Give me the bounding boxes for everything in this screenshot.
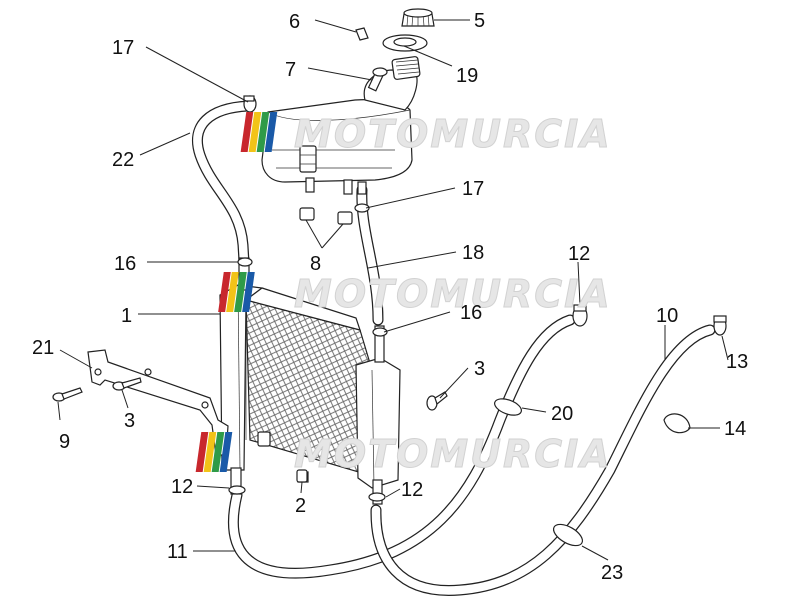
hose-22: [192, 100, 254, 268]
watermark-stripe-red: [218, 272, 231, 312]
watermark-stripe-blue: [219, 432, 233, 472]
hose-18: [356, 184, 384, 326]
label-23: 23: [601, 562, 623, 584]
label-17-top: 17: [112, 37, 134, 59]
label-19: 19: [456, 65, 478, 87]
clamp-12-top: [572, 304, 588, 327]
watermark-text: MOTOMURCIA: [294, 112, 612, 156]
label-8: 8: [310, 253, 321, 275]
watermark-stripe-red: [240, 112, 254, 152]
screw-9: [52, 387, 83, 402]
label-5: 5: [474, 10, 485, 32]
watermark-text: MOTOMURCIA: [294, 272, 612, 316]
label-17-right: 17: [462, 178, 484, 200]
clamp-20: [494, 398, 522, 416]
cap-seal: [382, 34, 428, 52]
label-1: 1: [121, 305, 132, 327]
watermark-1: MOTOMURCIA: [240, 112, 612, 157]
watermark-3: MOTOMURCIA: [195, 432, 612, 477]
label-13: 13: [726, 351, 748, 373]
watermark-stripe-green: [211, 432, 225, 472]
label-12-top: 12: [568, 243, 590, 265]
clamp-13: [713, 315, 727, 336]
watermark-stripe-yellow: [226, 272, 239, 312]
part-labels: 17 22 6 7 5 19 8 17 16 18 16 1 21 3 3 9 …: [32, 10, 748, 584]
label-11: 11: [167, 541, 188, 563]
label-3-right: 3: [474, 358, 485, 380]
filler-cap: [401, 8, 435, 27]
label-10: 10: [656, 305, 678, 327]
label-21: 21: [32, 337, 54, 359]
watermark-stripe-green: [234, 272, 247, 312]
watermark-2: MOTOMURCIA: [218, 272, 612, 317]
screw-3-right: [426, 391, 448, 411]
clamps-8: [299, 207, 353, 225]
watermark-stripe-blue: [264, 112, 278, 152]
screw-7: [367, 67, 388, 92]
clamp-12-left: [228, 485, 246, 495]
watermark-stripe-green: [256, 112, 270, 152]
hose-11: [227, 314, 576, 579]
watermark-stripe-red: [195, 432, 209, 472]
clip-6: [355, 27, 369, 41]
hose-10: [370, 324, 716, 596]
clamp-17-right: [354, 203, 370, 213]
clip-14: [663, 413, 691, 434]
label-18: 18: [462, 242, 484, 264]
label-9: 9: [59, 431, 70, 453]
watermark-text: MOTOMURCIA: [294, 432, 612, 476]
watermark-stripe-blue: [242, 272, 255, 312]
label-14: 14: [724, 418, 746, 440]
screw-3-left: [112, 377, 142, 391]
watermark-stripe-yellow: [203, 432, 217, 472]
label-12-bottom: 12: [401, 479, 423, 501]
label-16-left: 16: [114, 253, 136, 275]
clamp-16-right: [372, 327, 388, 337]
leader-lines: [57, 19, 729, 561]
label-22: 22: [112, 149, 134, 171]
label-2: 2: [295, 495, 306, 517]
label-16-right: 16: [460, 302, 482, 324]
clamp-12-bottom: [368, 492, 386, 502]
clamp-16-left: [237, 257, 253, 267]
label-7: 7: [285, 59, 296, 81]
label-6: 6: [289, 11, 300, 33]
label-12-left: 12: [171, 476, 193, 498]
clamp-17-top: [243, 95, 257, 113]
expansion-tank: [261, 56, 421, 195]
clamp-23: [552, 523, 584, 547]
label-20: 20: [551, 403, 573, 425]
label-3-left: 3: [124, 410, 135, 432]
watermark-stripe-yellow: [248, 112, 262, 152]
